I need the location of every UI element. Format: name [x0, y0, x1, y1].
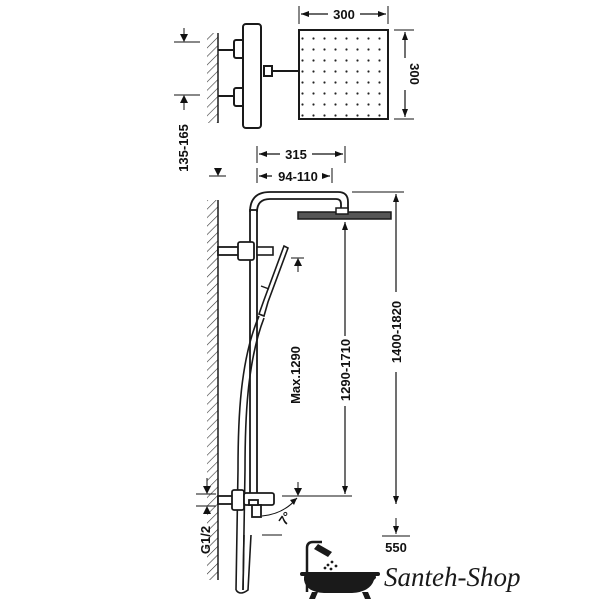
front-view: 7° 315 94-110: [196, 146, 410, 594]
logo-text: Santeh-Shop: [384, 562, 520, 592]
front-wall-hatch: [207, 200, 218, 580]
shower-arm: [249, 191, 349, 213]
total-height-range-label: 1400-1820: [389, 301, 404, 363]
arm-adjust-label: 94-110: [278, 169, 318, 184]
head-height-range-label: 1290-1710: [338, 339, 353, 401]
shower-hose: [235, 315, 260, 591]
head-width-label: 300: [333, 7, 355, 22]
arm-adjust-dimension: 94-110: [256, 168, 333, 184]
wall-offset-dimension: 135-165: [174, 28, 226, 177]
front-mixer: [217, 489, 275, 518]
head-width-dimension: 300: [298, 5, 389, 24]
head-height-range-dimension: 1290-1710: [282, 222, 353, 497]
shower-head-top-view: [298, 29, 389, 120]
head-height-dimension: 300: [394, 29, 422, 120]
top-wall-hatch: [207, 33, 218, 123]
floor-distance-dimension: 550: [382, 518, 410, 555]
arm-reach-dimension: 315: [256, 146, 346, 163]
total-height-range-dimension: 1400-1820: [352, 191, 404, 504]
inlet-thread-label: G1/2: [198, 526, 213, 554]
top-view: 300 300 135-165: [174, 5, 422, 177]
max-height-label: Max.1290: [288, 346, 303, 404]
santeh-shop-logo: Santeh-Shop: [300, 540, 520, 599]
arm-reach-label: 315: [285, 147, 307, 162]
hand-shower: [257, 244, 289, 318]
inlet-thread-dimension: G1/2: [196, 478, 216, 554]
bathtub-shower-icon: [300, 540, 380, 599]
head-height-label: 300: [407, 63, 422, 85]
wall-offset-label: 135-165: [176, 124, 191, 172]
floor-distance-label: 550: [385, 540, 407, 555]
top-mixer: [218, 23, 273, 129]
max-height-dimension: Max.1290: [288, 257, 306, 497]
